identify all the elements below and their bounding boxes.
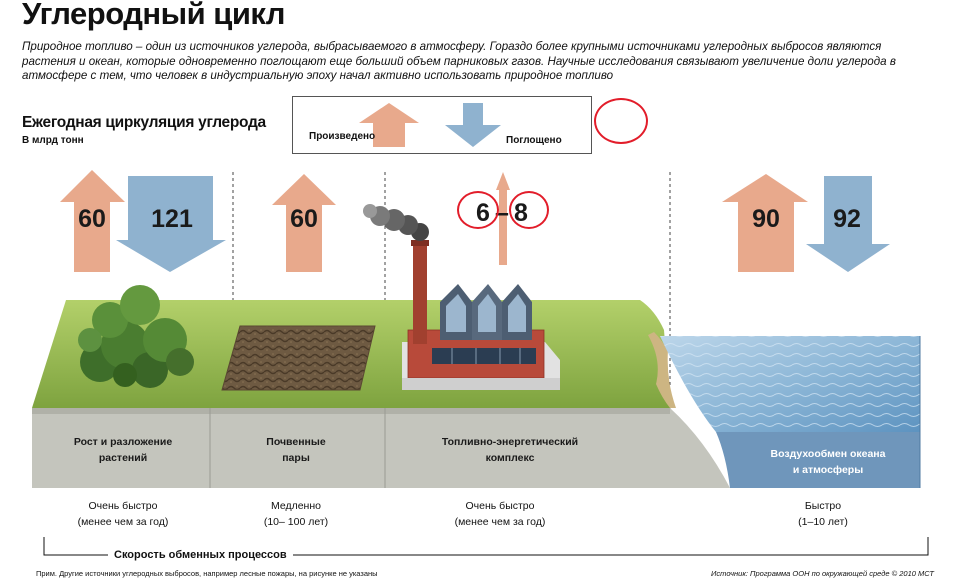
arrow-produced-ocean [722,174,808,272]
value-produced-plants: 60 [78,205,106,233]
speed-ocean: Быстро(1–10 лет) [798,500,848,528]
legend-produced-label: Произведено [309,131,376,142]
legend-arrows [359,103,501,147]
factory-illustration [402,240,560,390]
footnote: Прим. Другие источники углеродных выброс… [36,569,378,578]
sand-edge [648,332,676,408]
value-absorbed-ocean: 92 [833,205,861,233]
speed-plants: Очень быстро(менее чем за год) [77,500,169,528]
value-produced-ocean: 90 [752,205,780,233]
units-label: В млрд тонн [22,135,84,146]
legend-absorbed-arrow [445,103,501,147]
highlight-circle-fuel-min [457,191,499,229]
speed-fuel: Очень быстро(менее чем за год) [454,500,546,528]
speed-title: Скорость обменных процессов [108,549,293,561]
arrow-produced-soil [272,174,336,272]
intro-text: Природное топливо – один из источников у… [22,40,896,82]
highlight-circle [594,98,648,144]
trees [78,285,194,388]
plowed-field [221,325,376,391]
legend-absorbed-label: Поглощено [506,135,562,146]
diagram-subtitle: Ежегодная циркуляция углерода [22,114,266,131]
value-absorbed-plants: 121 [151,205,193,233]
arrow-produced-plants [60,170,125,272]
arrow-absorbed-ocean [806,176,890,272]
source-credit: Источник: Программа ООН по окружающей ср… [711,569,934,578]
speed-bracket [43,537,929,556]
arrow-absorbed-plants [116,176,226,272]
ground-front-shade [32,408,670,414]
arrow-produced-fuel [496,172,510,265]
highlight-circle-fuel-max [509,191,549,229]
speed-soil: Медленно(10– 100 лет) [263,500,329,528]
legend-box: Произведено Поглощено [292,96,592,154]
page-title: Углеродный цикл [22,0,285,31]
smoke-plume [363,204,429,241]
ground-front [32,408,730,488]
legend-produced-arrow [359,103,419,147]
value-produced-soil: 60 [290,205,318,233]
ocean-front [716,432,920,488]
